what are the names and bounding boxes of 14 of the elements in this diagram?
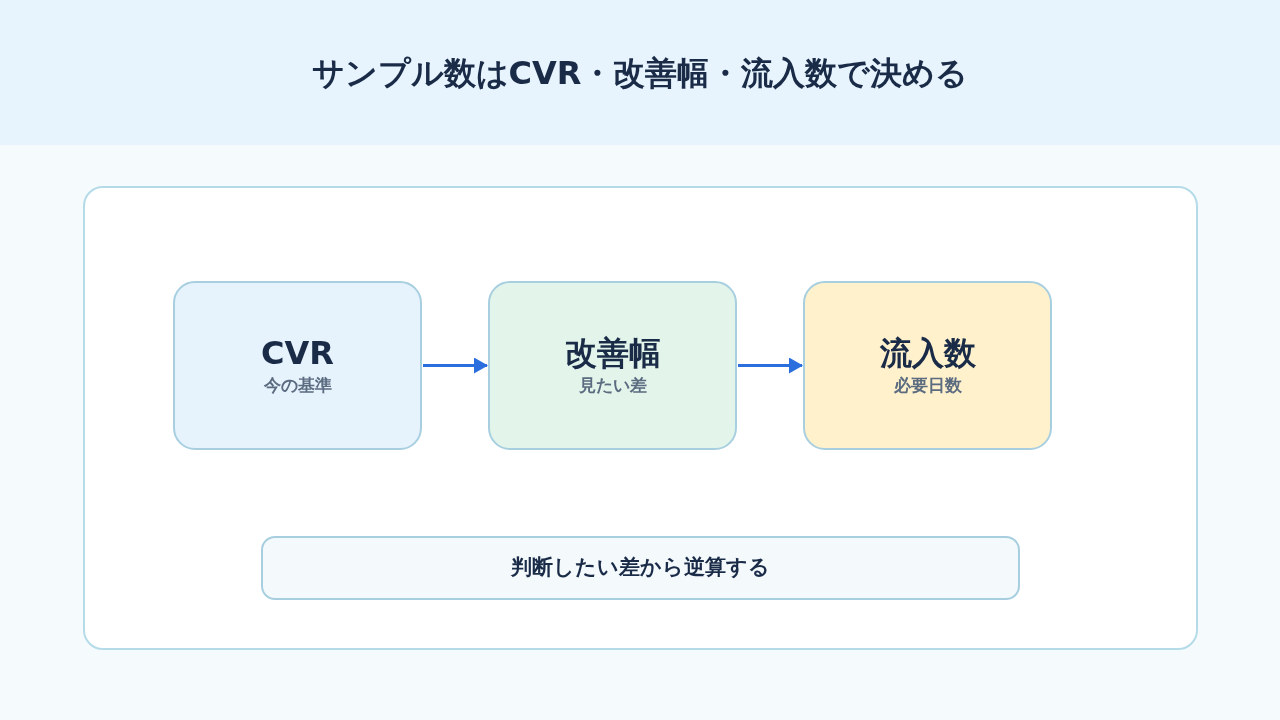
step-title: 流入数 (879, 332, 976, 373)
step-subtitle: 見たい差 (578, 373, 647, 397)
step-title: 改善幅 (564, 332, 661, 373)
note-box (261, 536, 1020, 600)
arrow (738, 357, 803, 374)
note-text: 判断したい差から逆算する (511, 554, 770, 582)
step-box (488, 281, 737, 450)
step-subtitle: 今の基準 (263, 373, 332, 397)
title: サンプル数はCVR・改善幅・流入数で決める (311, 52, 969, 94)
arrow (423, 357, 488, 374)
step-box (173, 281, 422, 450)
step-box (803, 281, 1052, 450)
step-subtitle: 必要日数 (893, 373, 962, 397)
step-title: CVR (261, 332, 334, 373)
